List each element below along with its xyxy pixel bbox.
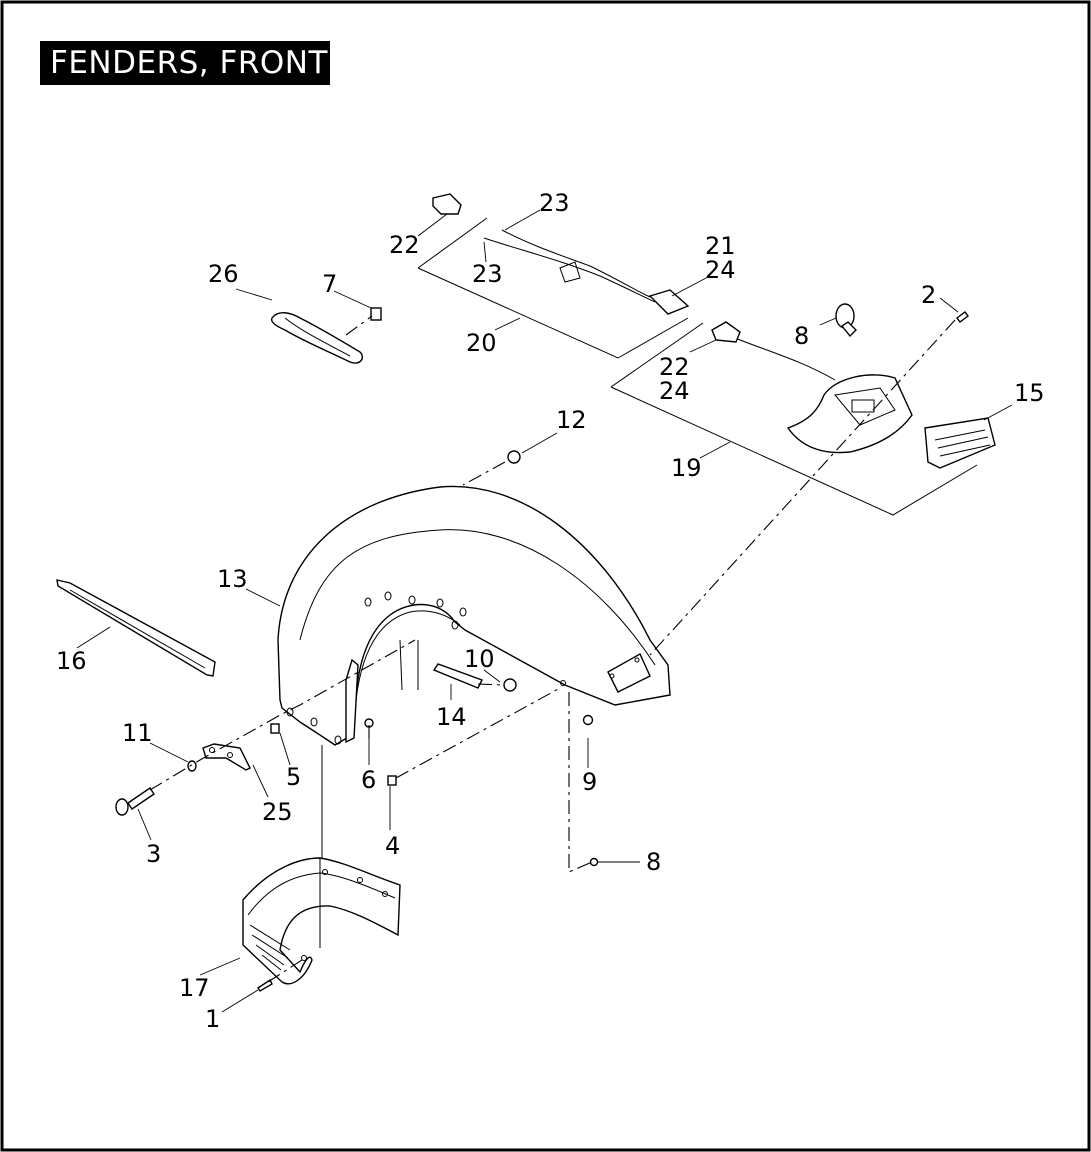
hex-nut-right xyxy=(582,714,594,726)
callout-16: 16 xyxy=(56,647,87,675)
callout-7: 7 xyxy=(322,270,337,298)
fender-bracket xyxy=(202,743,251,771)
lamp-screw xyxy=(956,311,969,323)
assembly-line-stud xyxy=(477,683,504,686)
callout-8-nut: 8 xyxy=(646,848,661,876)
callout-8-bulb: 8 xyxy=(794,322,809,350)
page-title: FENDERS, FRONT xyxy=(40,41,330,85)
callout-20: 20 xyxy=(466,329,497,357)
callout-23-right: 23 xyxy=(539,189,570,217)
fender-emblem xyxy=(270,312,364,364)
callout-10: 10 xyxy=(464,645,495,673)
clip-nut xyxy=(270,723,280,734)
fender-strip xyxy=(56,579,216,677)
callout-17: 17 xyxy=(179,974,210,1002)
callout-26: 26 xyxy=(208,260,239,288)
connector xyxy=(432,193,462,215)
assembly-line-nut xyxy=(568,692,593,873)
callout-11: 11 xyxy=(122,719,153,747)
callout-3: 3 xyxy=(146,840,161,868)
callout-14: 14 xyxy=(436,703,467,731)
lamp-group-outline xyxy=(610,322,978,516)
callout-24-upper: 24 xyxy=(705,256,736,284)
bolt xyxy=(115,787,155,816)
callout-6: 6 xyxy=(361,766,376,794)
callout-4: 4 xyxy=(385,832,400,860)
callout-9: 9 xyxy=(582,768,597,796)
callout-2: 2 xyxy=(921,281,936,309)
light-bulb xyxy=(835,303,857,338)
callout-15: 15 xyxy=(1014,379,1045,407)
assembly-line-emblem xyxy=(345,315,373,336)
clip-nut-lower xyxy=(387,775,397,786)
harness-group-outline xyxy=(417,217,689,359)
callout-23-left: 23 xyxy=(472,260,503,288)
grommet xyxy=(507,450,521,464)
assembly-line-grommet xyxy=(462,461,506,486)
fender-tip-lamp xyxy=(711,321,913,454)
leader-lines xyxy=(76,209,1013,1013)
lamp-lens xyxy=(924,417,996,469)
small-nut xyxy=(589,857,599,867)
fender-flap xyxy=(242,745,401,985)
front-fender xyxy=(277,485,671,746)
callout-13: 13 xyxy=(217,565,248,593)
assembly-line-lamp xyxy=(649,319,956,656)
callout-1: 1 xyxy=(205,1005,220,1033)
emblem-clip xyxy=(370,307,382,321)
callout-25: 25 xyxy=(262,798,293,826)
callout-22-upper: 22 xyxy=(389,231,420,259)
callout-19: 19 xyxy=(671,454,702,482)
callout-5: 5 xyxy=(286,763,301,791)
callout-24-lower: 24 xyxy=(659,377,690,405)
callout-12: 12 xyxy=(556,406,587,434)
callout-22-lower: 22 xyxy=(659,353,690,381)
fender-stud xyxy=(432,663,517,692)
assembly-line-screw xyxy=(267,957,306,983)
assembly-line-bolt xyxy=(149,639,416,791)
callouts: 26 7 22 23 23 21 24 20 8 2 22 24 15 12 1… xyxy=(56,189,1045,1033)
washer xyxy=(187,760,197,772)
screw xyxy=(257,978,273,992)
wiring-harness xyxy=(483,229,690,315)
callout-21: 21 xyxy=(705,232,736,260)
assembly-line-clip xyxy=(395,687,561,779)
